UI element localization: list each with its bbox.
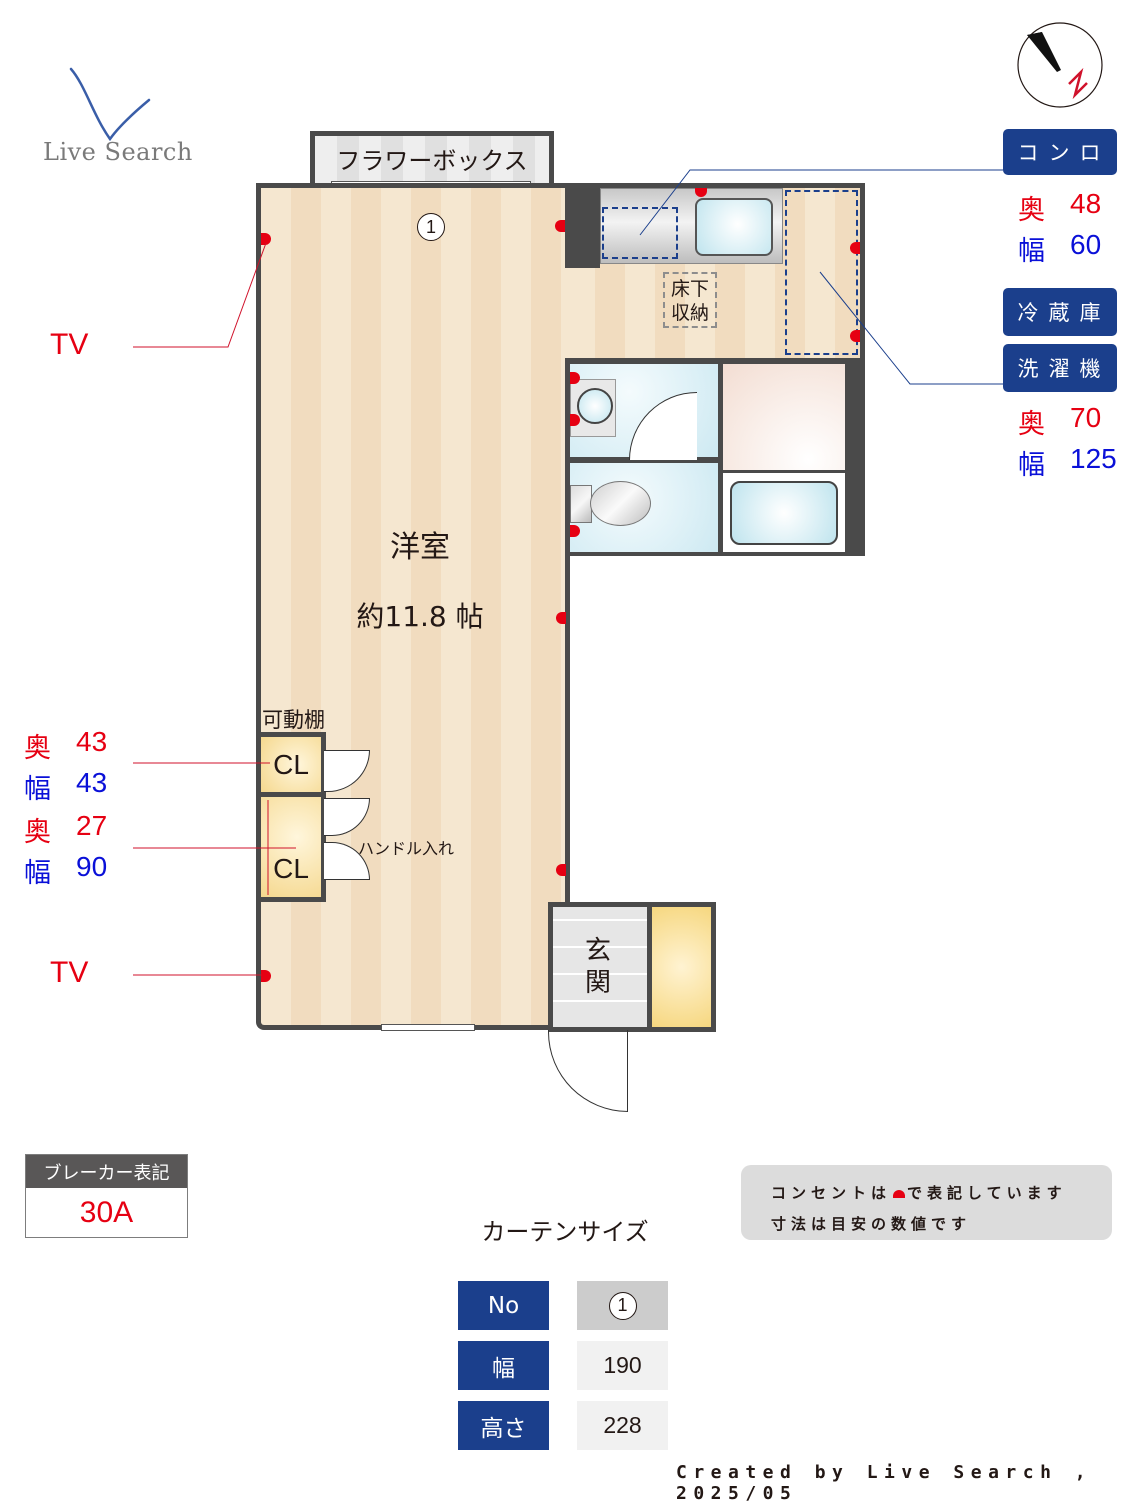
outlet-icon [556,612,566,624]
closet-label: CL [273,853,309,884]
curtain-size-title: カーテンサイズ [481,1218,649,1246]
outlet-icon [261,233,271,245]
toilet-bowl [590,481,651,526]
washbasin-bowl [577,388,613,424]
fridge-washer-space [785,190,858,355]
shoe-cabinet [652,907,711,1027]
window [381,1024,475,1031]
wall [565,358,570,903]
closet-lower: CL [261,797,321,897]
stove-tag: コンロ [1003,129,1117,175]
underfloor-storage: 床下 収納 [663,272,717,328]
outlet-icon [570,414,580,426]
curtain-table: No 1 幅 190 高さ 228 [458,1281,668,1450]
outlet-legend-icon [893,1189,906,1198]
fridge-tag: 冷蔵庫 [1003,288,1117,336]
curtain-value: 1 [577,1281,668,1330]
outlet-icon [555,220,565,232]
number-marker: 1 [608,1291,637,1320]
outlet-icon [570,525,580,537]
bathtub [730,481,838,545]
outlet-icon [850,242,860,254]
sink [695,198,773,256]
window-number-marker: 1 [417,213,445,241]
closet-label: CL [273,748,309,780]
curtain-header: No [458,1281,549,1330]
notice-line-2: 寸法は目安の数値です [771,1215,972,1233]
room-size: 約11.8 帖 [356,600,484,633]
underfloor-storage-label-2: 収納 [670,302,709,324]
tv-label: TV [50,328,89,361]
logo-text: Live Search [43,138,193,166]
entrance-label-2: 関 [585,968,612,998]
outlet-icon [570,372,580,384]
notice-line-1: コンセントはで表記しています [771,1184,1067,1202]
logo-mark-icon [69,67,151,142]
stove-outline [602,207,678,259]
handle-storage-label: ハンドル入れ [358,839,455,858]
outlet-icon [261,970,271,982]
entrance-label: 玄 関 [585,935,611,999]
washer-tag: 洗濯機 [1003,344,1117,392]
dressing-room [723,364,845,470]
curtain-header: 幅 [458,1341,549,1390]
entrance-label-1: 玄 [585,936,612,966]
curtain-row: 高さ 228 [458,1401,668,1450]
curtain-value: 190 [577,1341,668,1390]
flower-box-label: フラワーボックス [336,147,528,175]
curtain-row: 幅 190 [458,1341,668,1390]
underfloor-storage-label-1: 床下 [670,278,709,300]
curtain-value: 228 [577,1401,668,1450]
leader-lines [133,169,1003,976]
compass-icon [1017,22,1103,108]
curtain-header: 高さ [458,1401,549,1450]
flower-box: フラワーボックス [310,131,554,185]
outlet-icon [850,330,860,342]
notice-box: コンセントはで表記しています 寸法は目安の数値です [741,1165,1112,1240]
footer-credit: Created by Live Search , 2025/05 [676,1462,1093,1504]
outlet-icon [556,864,566,876]
movable-shelf-label: 可動棚 [262,708,325,732]
entrance-floor [553,907,647,1027]
breaker-title: ブレーカー表記 [26,1155,187,1188]
outlet-icon [695,188,707,197]
closet-doors [324,750,370,880]
breaker-value: 30A [79,1196,134,1229]
tv-label: TV [50,956,89,989]
room-name: 洋室 [390,530,450,565]
curtain-row: No 1 [458,1281,668,1330]
breaker-box: ブレーカー表記 30A [25,1154,188,1238]
closet-upper: CL [261,737,321,792]
wall [565,183,600,268]
